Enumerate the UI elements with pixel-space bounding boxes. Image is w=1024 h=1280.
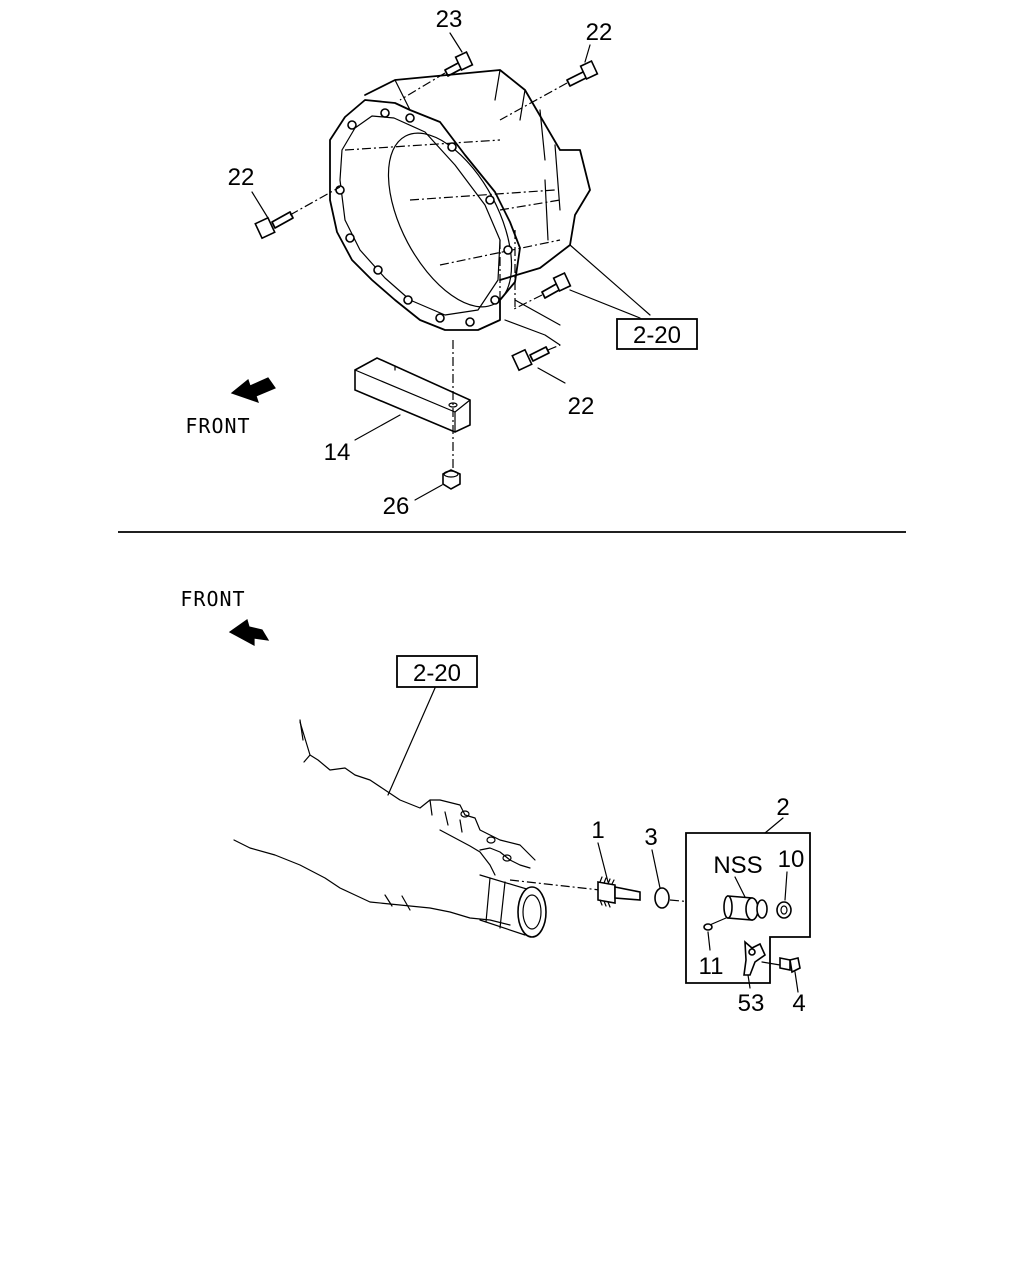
bolt-22-top-icon	[499, 60, 599, 121]
transmission-case	[233, 719, 547, 938]
callout-3: 3	[644, 824, 657, 851]
bolt-23-icon	[399, 51, 474, 101]
front-label-bottom: FRONT	[180, 587, 245, 611]
callout-23: 23	[436, 6, 463, 33]
svg-text:2-20: 2-20	[633, 322, 681, 349]
svg-text:2-20: 2-20	[413, 660, 461, 687]
driven-gear-1-icon	[597, 876, 641, 908]
pin-11-icon	[703, 917, 727, 931]
front-label-top: FRONT	[185, 414, 250, 438]
o-ring-3-icon	[654, 887, 670, 909]
bolt-22-bottom-icon	[511, 344, 561, 372]
bottom-leader-lines	[597, 817, 799, 993]
callout-22-left: 22	[228, 164, 255, 191]
callout-4: 4	[792, 990, 805, 1017]
bolt-22-right-icon	[511, 272, 572, 311]
sensor-nss-icon	[723, 895, 768, 921]
plate-53-icon	[743, 940, 767, 976]
callout-1: 1	[591, 817, 604, 844]
leader-2-20-bottom	[387, 687, 436, 796]
bolt-22-left-icon	[254, 186, 341, 240]
callout-10: 10	[778, 846, 805, 873]
ref-box-2-20-top[interactable]: 2-20	[616, 318, 698, 350]
callout-2: 2	[776, 794, 789, 821]
bolt-4-icon	[761, 957, 801, 974]
bracket-14	[354, 340, 471, 470]
callout-26: 26	[383, 493, 410, 520]
callout-nss: NSS	[713, 852, 762, 879]
callout-11: 11	[699, 953, 724, 980]
callout-22-bottom: 22	[568, 393, 595, 420]
ref-box-2-20-bottom[interactable]: 2-20	[396, 655, 478, 688]
nut-10-icon	[776, 901, 792, 919]
callout-14: 14	[324, 439, 351, 466]
flywheel-housing	[329, 69, 591, 346]
front-arrow-icon	[230, 377, 276, 403]
axis-line-gear	[509, 879, 601, 891]
front-arrow-icon	[228, 619, 270, 647]
callout-53: 53	[738, 990, 765, 1017]
top-leader-lines	[251, 32, 651, 501]
callout-22-top: 22	[586, 19, 613, 46]
nut-26-icon	[442, 469, 461, 490]
